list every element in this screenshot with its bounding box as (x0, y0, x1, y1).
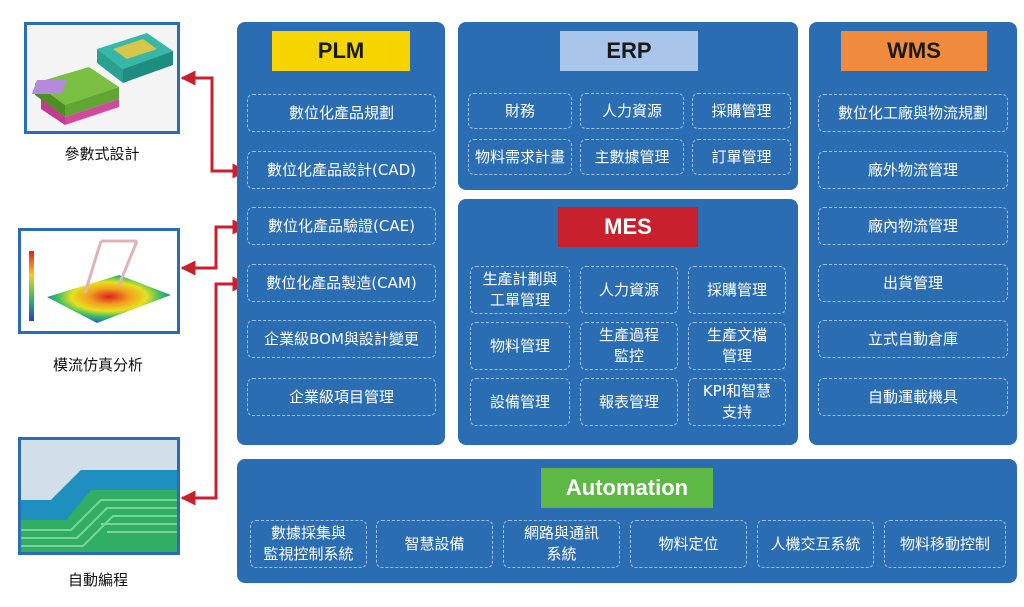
erp-item-master-data[interactable]: 主數據管理 (580, 139, 684, 175)
caption-mold-flow-simulation: 模流仿真分析 (52, 356, 143, 374)
plm-header: PLM (272, 31, 410, 71)
automation-header: Automation (541, 468, 713, 508)
automation-item-network[interactable]: 網路與通訊 系統 (503, 520, 620, 568)
mes-header: MES (558, 207, 698, 247)
erp-item-orders[interactable]: 訂單管理 (692, 139, 791, 175)
mold-3d-model-image (24, 22, 180, 134)
wms-item-external-logistics[interactable]: 廠外物流管理 (818, 151, 1008, 189)
wms-item-shipping[interactable]: 出貨管理 (818, 264, 1008, 302)
automation-item-smart-devices[interactable]: 智慧設備 (376, 520, 493, 568)
plm-item-cam[interactable]: 數位化產品製造(CAM) (247, 264, 436, 302)
mes-item-production-plan[interactable]: 生產計劃與 工單管理 (470, 266, 570, 314)
wms-header: WMS (841, 31, 987, 71)
automation-item-material-movement[interactable]: 物料移動控制 (884, 520, 1006, 568)
plm-item-project[interactable]: 企業級項目管理 (247, 378, 436, 416)
erp-item-procurement[interactable]: 採購管理 (692, 93, 791, 129)
cnc-toolpath-image (18, 437, 180, 555)
mes-item-kpi[interactable]: KPI和智慧 支持 (688, 378, 786, 426)
mes-item-procurement[interactable]: 採購管理 (688, 266, 786, 314)
mes-item-process-monitoring[interactable]: 生產過程 監控 (580, 322, 678, 370)
mes-item-documents[interactable]: 生產文檔 管理 (688, 322, 786, 370)
wms-item-internal-logistics[interactable]: 廠內物流管理 (818, 207, 1008, 245)
erp-item-hr[interactable]: 人力資源 (580, 93, 684, 129)
wms-item-agv[interactable]: 自動運載機具 (818, 378, 1008, 416)
mes-item-hr[interactable]: 人力資源 (580, 266, 678, 314)
plm-item-bom[interactable]: 企業級BOM與設計變更 (247, 320, 436, 358)
automation-item-material-location[interactable]: 物料定位 (630, 520, 747, 568)
erp-item-mrp[interactable]: 物料需求計畫 (468, 139, 572, 175)
plm-item-planning[interactable]: 數位化產品規劃 (247, 94, 436, 132)
plm-panel (237, 22, 445, 445)
plm-item-cad[interactable]: 數位化產品設計(CAD) (247, 151, 436, 189)
wms-item-planning[interactable]: 數位化工廠與物流規劃 (818, 94, 1008, 132)
erp-item-finance[interactable]: 財務 (468, 93, 572, 129)
wms-panel (809, 22, 1017, 445)
plm-item-cae[interactable]: 數位化產品驗證(CAE) (247, 207, 436, 245)
automation-item-scada[interactable]: 數據採集與 監視控制系統 (250, 520, 367, 568)
automation-item-hmi[interactable]: 人機交互系統 (757, 520, 874, 568)
mes-item-materials[interactable]: 物料管理 (470, 322, 570, 370)
caption-auto-programming: 自動編程 (67, 571, 128, 589)
erp-header: ERP (560, 31, 698, 71)
mes-item-equipment[interactable]: 設備管理 (470, 378, 570, 426)
wms-item-asrs[interactable]: 立式自動倉庫 (818, 320, 1008, 358)
caption-parametric-design: 參數式設計 (64, 145, 140, 163)
mold-flow-heatmap-image (18, 228, 180, 334)
mes-item-reports[interactable]: 報表管理 (580, 378, 678, 426)
